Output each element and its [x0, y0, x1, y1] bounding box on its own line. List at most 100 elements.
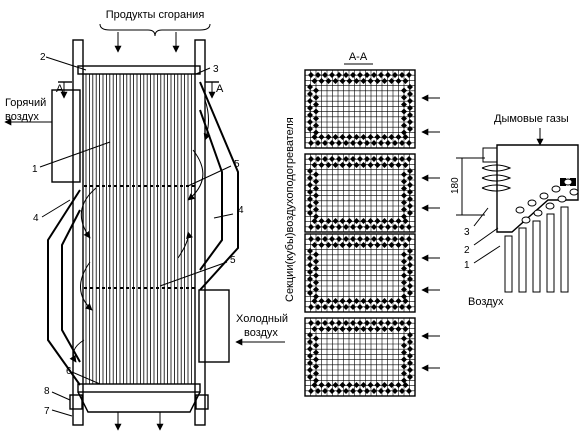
- tube-diamond: [353, 162, 360, 168]
- tube-diamond: [329, 236, 335, 242]
- detail-tube: [532, 220, 541, 293]
- flow-curve-2: [187, 149, 204, 201]
- tube-diamond: [313, 363, 319, 370]
- tube-diamond: [371, 224, 377, 230]
- tube-diamond: [399, 156, 405, 162]
- tube-diamond: [367, 242, 374, 248]
- tube-diamond: [307, 98, 313, 104]
- tube-diamond: [392, 72, 398, 78]
- tube-diamond: [392, 156, 398, 162]
- tube-diamond: [353, 78, 360, 84]
- callout-6: 6: [66, 366, 72, 377]
- tube-diamond: [307, 91, 313, 97]
- air-label: Воздух: [468, 296, 504, 308]
- tube-diamond: [350, 224, 356, 230]
- callout-4-right: 4: [238, 205, 244, 216]
- tube-diamond: [343, 156, 349, 162]
- tube-diamond: [407, 112, 413, 118]
- tube-diamond: [307, 367, 313, 373]
- tube-diamond: [407, 126, 413, 132]
- tube-diamond: [401, 356, 407, 363]
- tube-diamond: [313, 213, 319, 220]
- tube-diamond: [407, 105, 413, 111]
- tube-diamond: [313, 356, 319, 363]
- tube-diamond: [401, 335, 407, 342]
- callout-1: 1: [32, 164, 38, 175]
- cold-air-box: [198, 289, 230, 363]
- cold-air-label-1: Холодный: [236, 313, 288, 325]
- tube-diamond: [313, 122, 319, 129]
- tube-diamond: [307, 168, 313, 174]
- tube-diamond: [401, 101, 407, 108]
- tube-diamond: [332, 382, 339, 388]
- flow-curve-4: [177, 231, 193, 259]
- detail-flange: [482, 147, 498, 163]
- heater-elevation: Продукты сгорания Горячий воздух Холодны…: [4, 9, 288, 431]
- tube-diamond: [343, 304, 349, 310]
- callout-7: 7: [44, 406, 50, 417]
- tube-diamond: [360, 382, 367, 388]
- tube-diamond: [364, 224, 370, 230]
- tube-diamond: [308, 140, 314, 146]
- tube-diamond: [313, 279, 319, 286]
- tube-diamond: [367, 218, 374, 224]
- bottom-hopper: [77, 391, 201, 413]
- detail-leader-1: [473, 245, 501, 264]
- tube-diamond: [401, 199, 407, 206]
- tube-diamond: [401, 129, 407, 136]
- tube-diamond: [401, 171, 407, 178]
- tube-end: [551, 185, 561, 193]
- tube-diamond: [388, 298, 395, 304]
- flow-curve-6: [69, 339, 85, 363]
- tube-diamond: [385, 388, 391, 394]
- tube-diamond: [395, 134, 402, 140]
- tube-diamond: [336, 236, 342, 242]
- tube-diamond: [313, 272, 319, 279]
- tube-diamond: [392, 320, 398, 326]
- tube-diamond: [315, 72, 321, 78]
- tube-diamond: [388, 326, 395, 332]
- detail-tube: [560, 206, 569, 293]
- tube-diamond: [402, 242, 409, 248]
- tube-diamond: [360, 242, 367, 248]
- tube-diamond: [357, 388, 363, 394]
- tube-diamond: [311, 326, 318, 332]
- tube-diamond: [332, 218, 339, 224]
- tube-diamond: [395, 298, 402, 304]
- tube-diamond: [381, 162, 388, 168]
- tube-diamond: [339, 78, 346, 84]
- cube-4: [304, 317, 416, 397]
- left-bypass-inner: [61, 209, 81, 363]
- tube-diamond: [307, 346, 313, 352]
- tube-diamond: [353, 382, 360, 388]
- tube-diamond: [406, 140, 412, 146]
- tube-diamond: [332, 298, 339, 304]
- section-title: А-А: [349, 51, 368, 63]
- callout-5-top: 5: [234, 159, 240, 170]
- tube-ends: [515, 178, 579, 224]
- detail-callout-2: 2: [464, 245, 470, 256]
- tube-diamond: [322, 156, 328, 162]
- tube-diamond: [308, 156, 314, 162]
- tube-diamond: [307, 339, 313, 345]
- tube-diamond: [378, 140, 384, 146]
- tube-diamond: [401, 108, 407, 115]
- leader-5-bottom: [159, 261, 228, 287]
- tube-diamond: [401, 185, 407, 192]
- tube-diamond: [399, 72, 405, 78]
- detail-tube: [546, 213, 555, 293]
- tube-diamond: [313, 101, 319, 108]
- tube-diamond: [346, 78, 353, 84]
- tube-end: [539, 192, 549, 200]
- tube-diamond: [339, 242, 346, 248]
- tube-diamond: [322, 236, 328, 242]
- tube-diamond: [307, 255, 313, 261]
- tube-diamond: [315, 140, 321, 146]
- tube-diamond: [364, 156, 370, 162]
- tube-diamond: [350, 304, 356, 310]
- tube-diamond: [407, 269, 413, 275]
- hot-air-label-1: Горячий: [5, 97, 46, 109]
- tube-diamond: [364, 236, 370, 242]
- tube-diamond: [395, 218, 402, 224]
- tube-diamond: [308, 224, 314, 230]
